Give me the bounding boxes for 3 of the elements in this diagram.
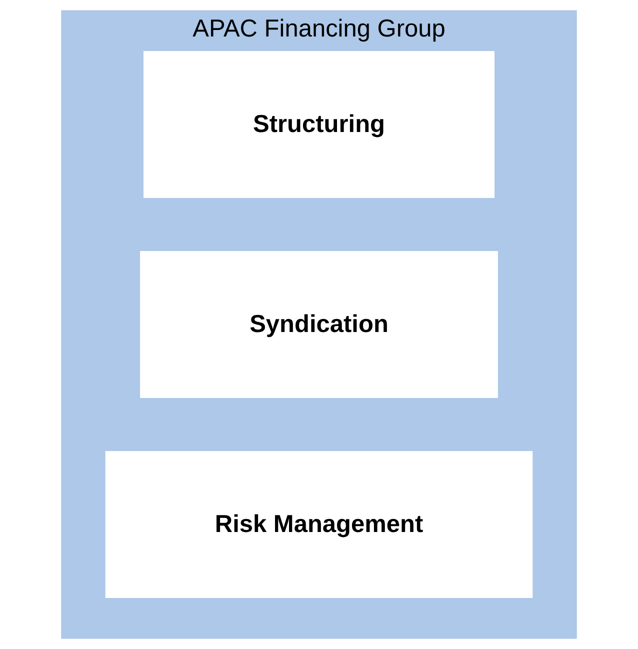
node-box: Structuring [143,51,495,198]
node-box: Syndication [140,251,498,398]
node-box: Risk Management [105,451,533,598]
